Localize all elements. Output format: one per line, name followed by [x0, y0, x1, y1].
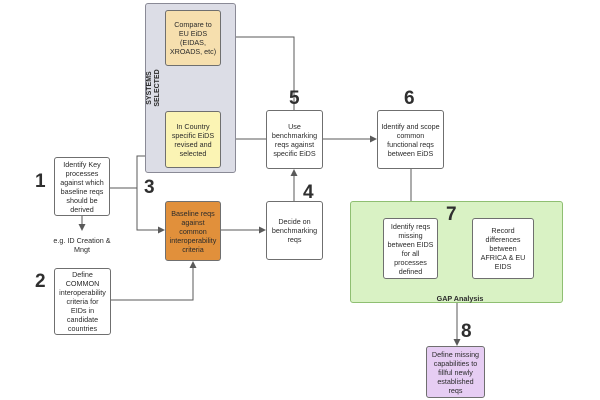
step-number-5: 5 — [289, 88, 300, 109]
step-number-2: 2 — [35, 271, 46, 292]
step-number-6: 6 — [404, 88, 415, 109]
in-country-eids-box: In Country specific EiDS revised and sel… — [165, 111, 221, 168]
step-number-1: 1 — [35, 171, 46, 192]
step-number-8: 8 — [461, 321, 472, 342]
systems-selected-label: SYSTEMS SELECTED — [146, 69, 162, 107]
define-common-criteria-box: Define COMMON interoperability criteria … — [54, 268, 111, 335]
connector-key-baseline — [110, 187, 165, 234]
step-number-3: 3 — [144, 177, 155, 198]
decide-benchmarking-box: Decide on benchmarking reqs — [266, 201, 323, 260]
connector-define-baseline — [111, 261, 197, 301]
use-benchmarking-box: Use benchmarking reqs against specific E… — [266, 110, 323, 169]
baseline-reqs-box: Baseline reqs against common interoperab… — [165, 201, 221, 261]
define-missing-capabilities-box: Define missing capabilities to fillful n… — [426, 346, 485, 398]
connector-use-compare — [223, 33, 295, 110]
identify-scope-box: Identify and scope common functional req… — [377, 110, 444, 169]
compare-eu-eids-box: Compare to EU EiDS (EIDAS, XROADS, etc) — [165, 10, 221, 66]
example-id-creation-text: e.g. ID Creation & Mngt — [53, 236, 111, 254]
step-number-4: 4 — [303, 182, 314, 203]
record-differences-box: Record differences between AFRICA & EU E… — [472, 218, 534, 279]
step-number-7: 7 — [446, 204, 457, 225]
identify-missing-box: Identify reqs missing between EIDS for a… — [383, 218, 438, 279]
identify-key-processes-box: Identify Key processes against which bas… — [54, 157, 110, 216]
gap-analysis-label: GAP Analysis — [436, 294, 484, 303]
